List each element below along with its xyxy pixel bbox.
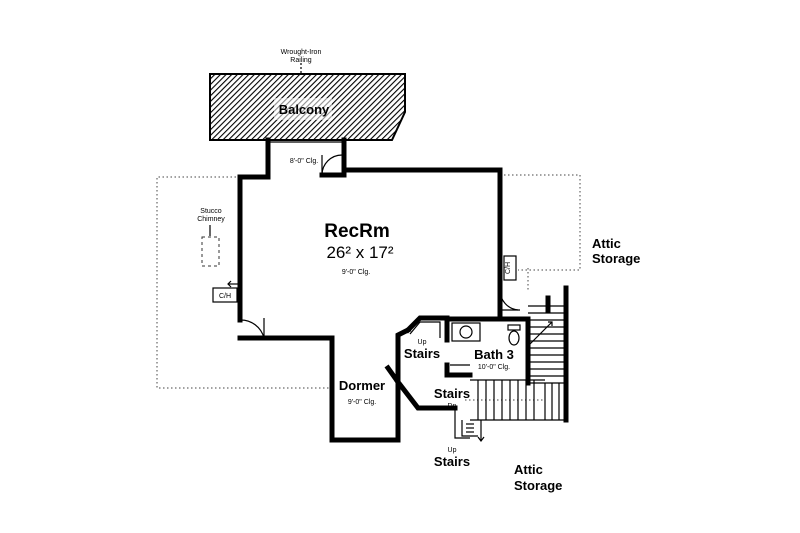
stairs-up2-small: Up [448, 447, 457, 454]
chimney-label-2: Chimney [197, 216, 225, 223]
dormer-ceiling: 9'-0" Clg. [348, 399, 376, 406]
dormer-name: Dormer [339, 378, 385, 393]
recrm-ceiling: 9'-0" Clg. [342, 269, 370, 276]
balcony-ceiling-label: 8'-0" Clg. [290, 158, 318, 165]
balcony-label: Balcony [279, 102, 330, 117]
stucco-chimney [201, 225, 220, 267]
recrm-dimensions: 26² x 17² [326, 243, 393, 262]
bath-name: Bath 3 [474, 347, 514, 362]
stairs-up-walls [409, 321, 441, 338]
attic-storage-right-2: Storage [592, 251, 640, 266]
bath-stair-walls [394, 285, 569, 439]
bath-fixtures [450, 322, 521, 366]
stairs-up-label: Stairs [404, 346, 440, 361]
attic-storage-right-1: Attic [592, 236, 621, 251]
ch-right-label: C/H [505, 262, 512, 274]
bath-ceiling: 10'-0" Clg. [478, 364, 510, 371]
ch-left-box [212, 280, 238, 303]
railing-label-1: Wrought-Iron [281, 49, 322, 56]
ch-right-box [503, 255, 517, 281]
stair-treads [461, 305, 566, 437]
stairs-dn-label: Stairs [434, 386, 470, 401]
stairs-up2-label: Stairs [434, 454, 470, 469]
recrm-name: RecRm [324, 221, 389, 242]
stairs-dn-small: Dn [448, 403, 457, 410]
ch-left-label: C/H [219, 293, 231, 300]
stairs-arrows [477, 420, 485, 442]
chimney-label-1: Stucco [200, 208, 222, 215]
balcony [209, 63, 406, 141]
attic-storage-bottom-1: Attic [514, 462, 543, 477]
attic-storage-bottom-2: Storage [514, 478, 562, 493]
railing-label-2: Railing [290, 57, 312, 64]
stairs-up-small: Up [418, 339, 427, 346]
